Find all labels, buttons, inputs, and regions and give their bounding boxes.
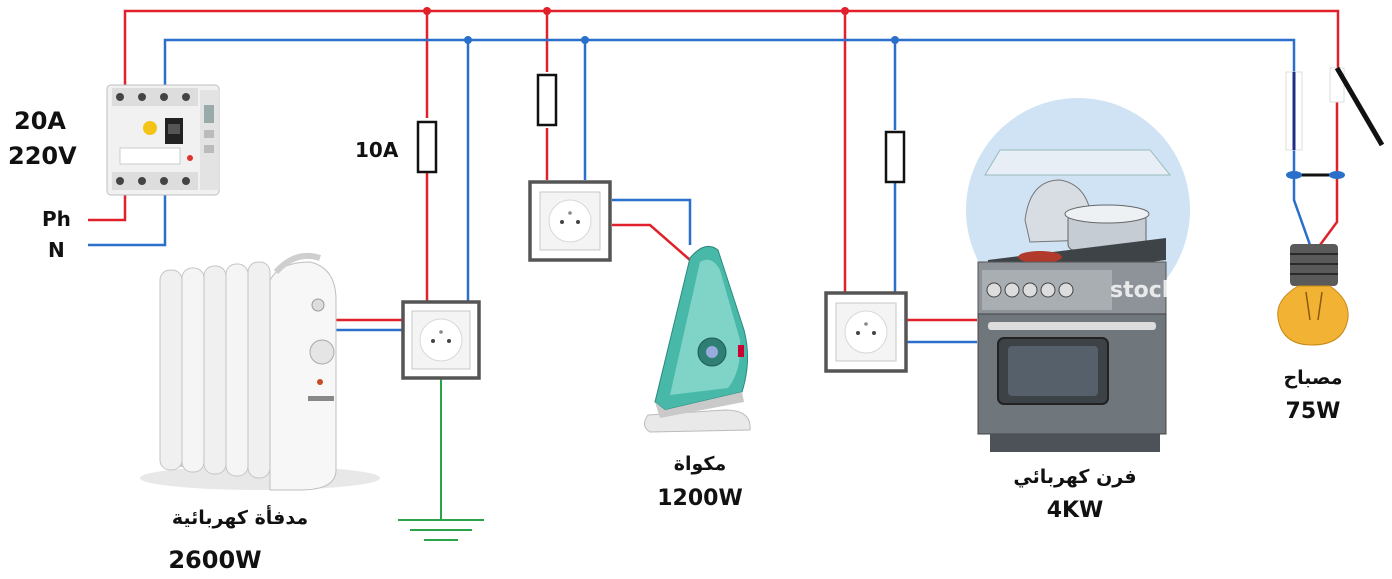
- fuse-oven: [884, 130, 906, 184]
- neutral-wires: [88, 38, 1312, 344]
- breaker-device: [106, 84, 220, 196]
- oil-heater-image: [140, 252, 380, 491]
- oven-image: stock: [966, 98, 1190, 452]
- iron-name-label: مكواة: [674, 453, 726, 475]
- steam-iron-image: [644, 245, 751, 433]
- watermark-text: stock: [1110, 278, 1178, 303]
- supply-current-label: 20A: [14, 107, 66, 135]
- oven-name-label: فرن كهربائي: [1013, 466, 1136, 488]
- socket-oven: [824, 291, 908, 373]
- fuse-iron: [536, 73, 558, 127]
- iron-power-label: 1200W: [657, 486, 743, 511]
- socket-iron: [528, 180, 612, 262]
- neutral-label: N: [48, 238, 65, 262]
- phase-label: Ph: [42, 207, 71, 231]
- lamp-power-label: 75W: [1286, 399, 1341, 424]
- fuse-heater: [416, 120, 438, 174]
- junction-dots: [423, 7, 899, 44]
- oven-power-label: 4KW: [1047, 498, 1104, 523]
- earth-symbol: [398, 378, 484, 541]
- lamp-name-label: مصباح: [1283, 367, 1342, 389]
- phase-wires: [88, 9, 1340, 322]
- fuses: [416, 73, 906, 184]
- socket-heater: [401, 300, 481, 380]
- heater-name-label: مدفأة كهربائية: [172, 505, 308, 529]
- light-bulb-image: [1277, 244, 1349, 346]
- fuse-rating-label: 10A: [355, 138, 399, 162]
- lamp-switch: [1285, 66, 1385, 179]
- heater-power-label: 2600W: [168, 546, 261, 574]
- supply-voltage-label: 220V: [8, 142, 77, 170]
